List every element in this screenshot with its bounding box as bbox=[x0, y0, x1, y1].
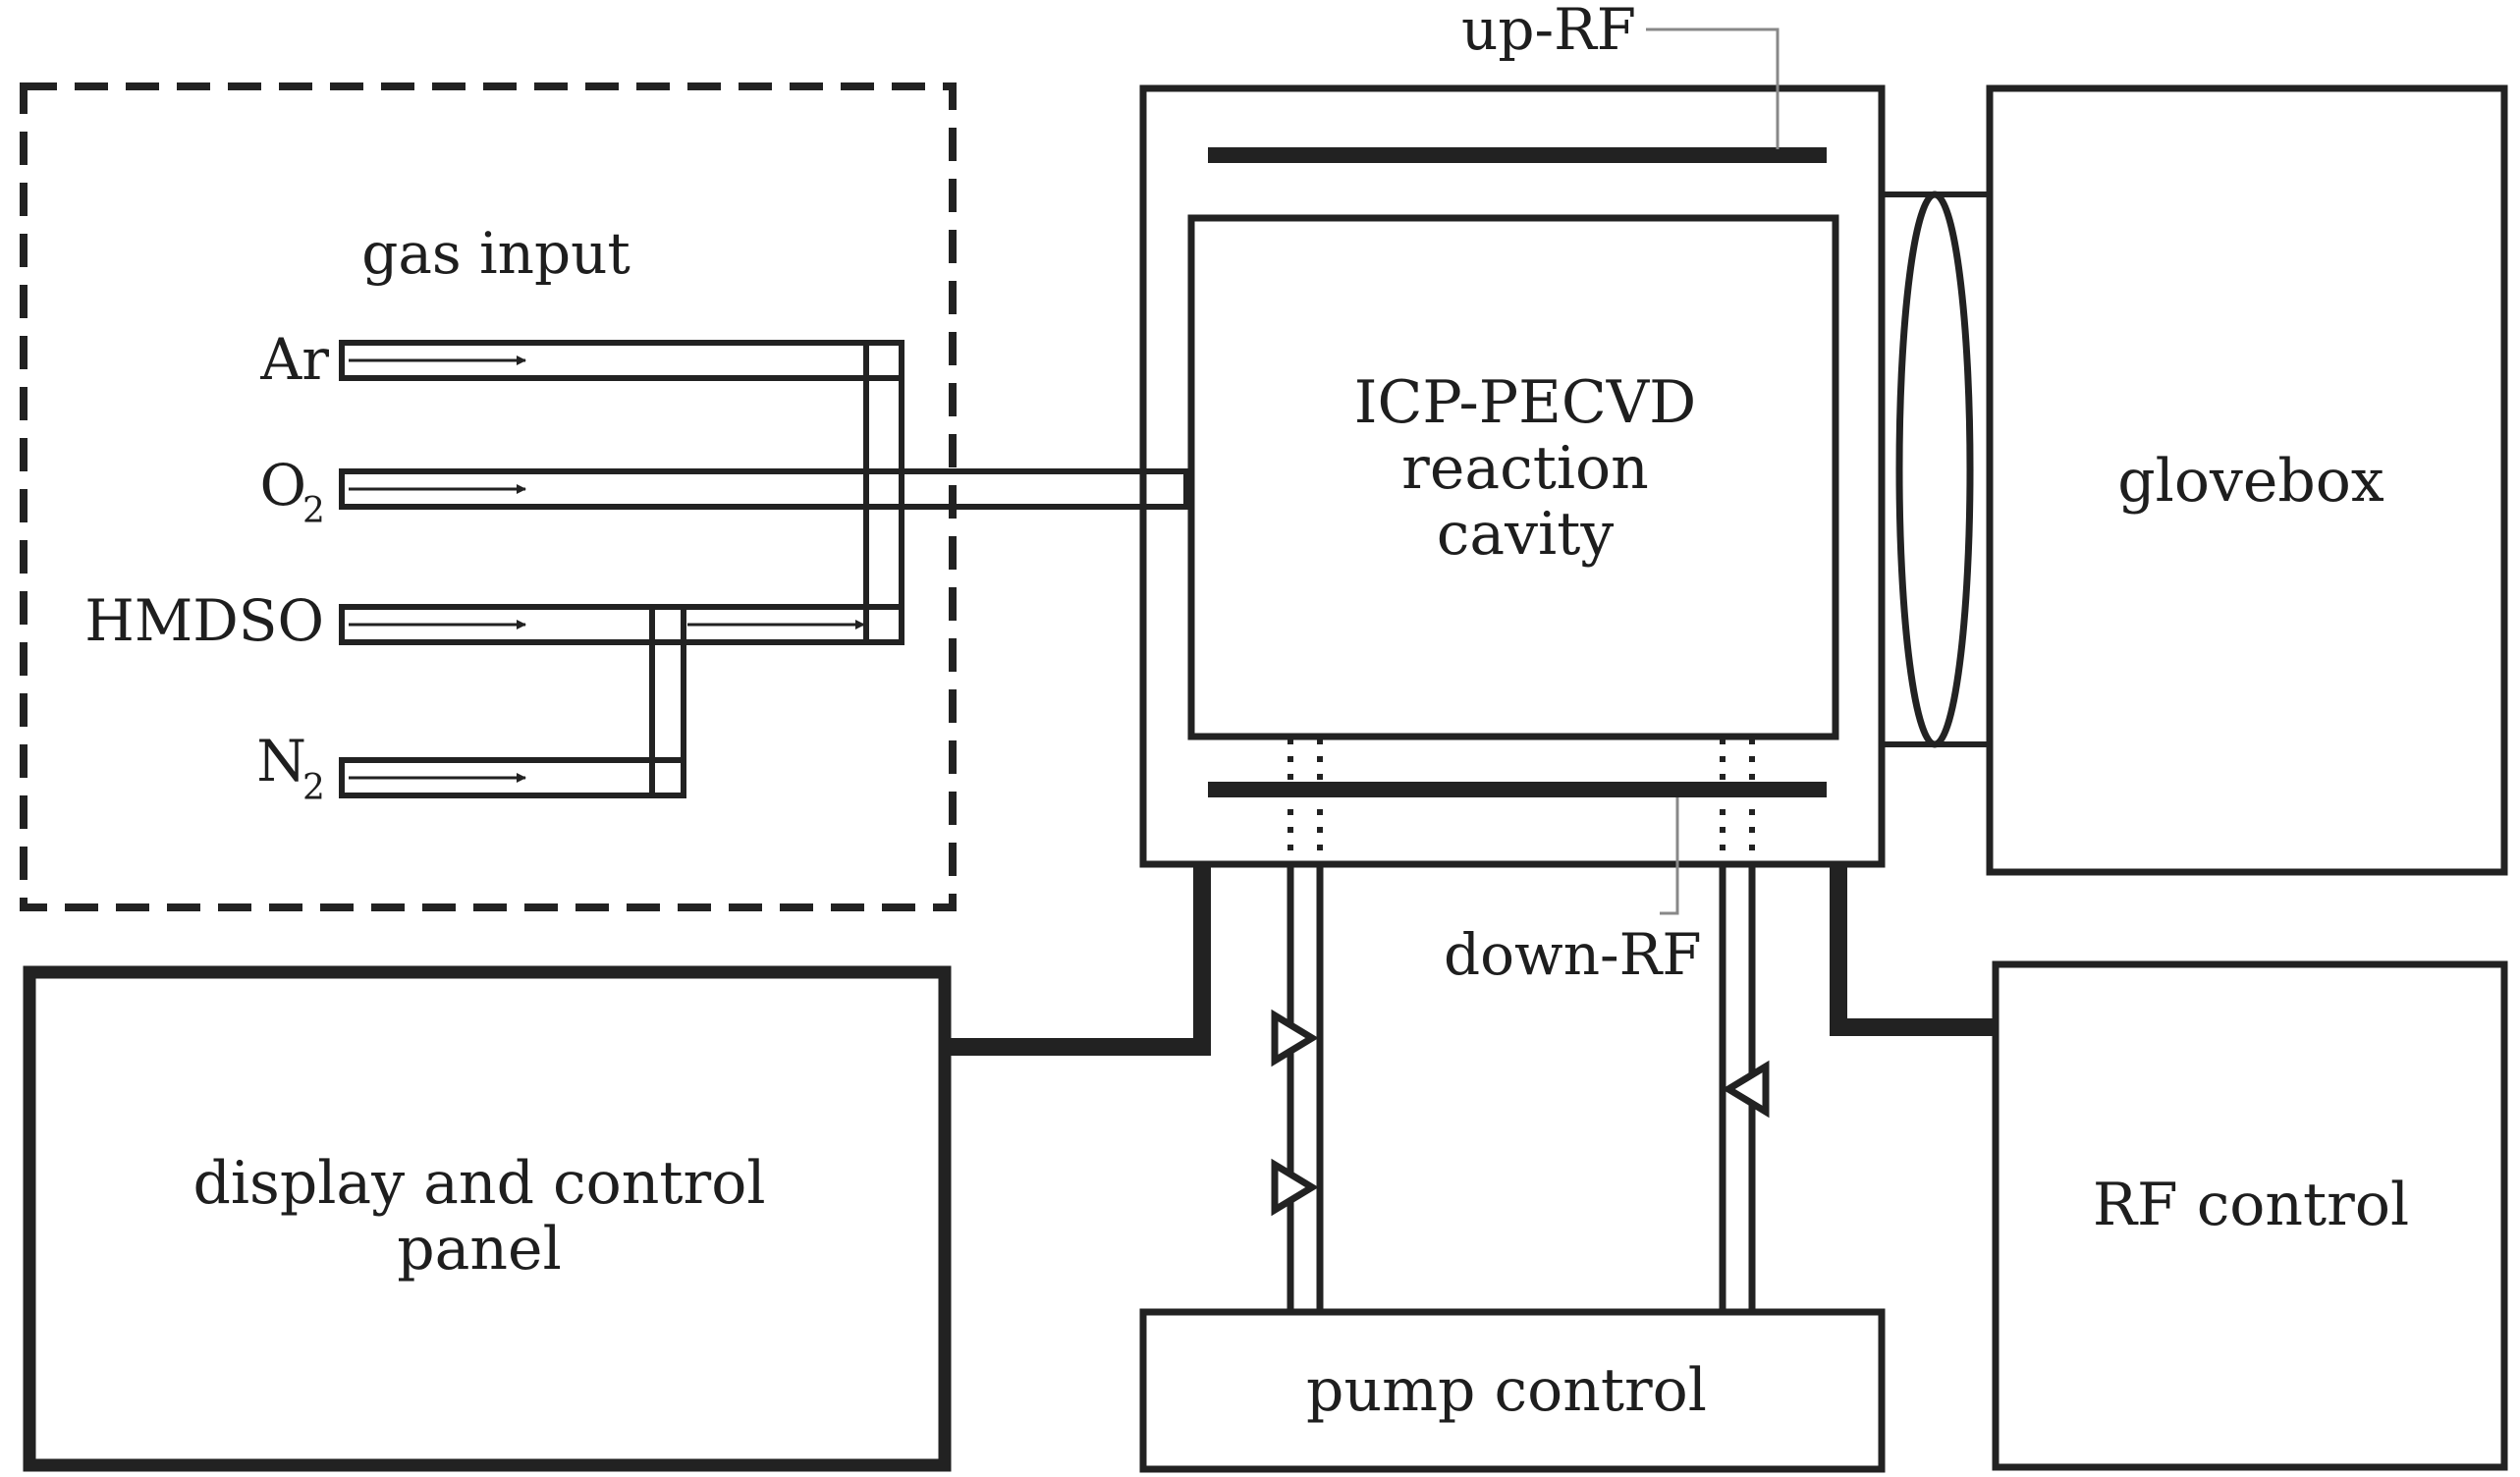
gas-label-n2: N bbox=[256, 728, 306, 794]
rf-control-cable bbox=[1830, 864, 1996, 1036]
cavity-label-line3: cavity bbox=[1437, 500, 1615, 569]
display-control-panel-box bbox=[23, 965, 952, 1472]
gas-label-hmdso: HMDSO bbox=[84, 587, 324, 654]
icp-pecvd-reaction-cavity bbox=[1187, 214, 1839, 740]
glovebox-label: glovebox bbox=[2117, 447, 2384, 516]
display-panel-cable bbox=[945, 864, 1211, 1056]
pump-line-left bbox=[1287, 864, 1324, 1312]
gas-input-enclosure bbox=[20, 82, 957, 911]
gas-pipe-n2 bbox=[339, 757, 686, 798]
gas-manifold-main bbox=[863, 340, 904, 645]
gas-pipe-o2 bbox=[339, 468, 1189, 510]
rf-control-box bbox=[1992, 960, 2508, 1471]
down-rf-electrode bbox=[1208, 782, 1827, 797]
chamber-outer bbox=[1139, 84, 1886, 868]
display-panel-label-line2: panel bbox=[397, 1215, 562, 1284]
rf-control-label: RF control bbox=[2093, 1171, 2409, 1239]
gas-manifold-n2 bbox=[649, 604, 686, 798]
dotted-passthrough-right bbox=[1720, 738, 1755, 854]
pump-control-box bbox=[1139, 1308, 1886, 1473]
pump-control-label: pump control bbox=[1306, 1356, 1707, 1425]
gas-pipe-hmdso bbox=[339, 604, 904, 645]
valve-left-upper bbox=[1271, 1009, 1319, 1067]
glovebox-box bbox=[1986, 84, 2508, 876]
gas-pipe-ar bbox=[339, 340, 904, 381]
up-rf-label: up-RF bbox=[1461, 0, 1636, 63]
cavity-label-line2: reaction bbox=[1401, 434, 1649, 503]
gas-label-n2-subscript: 2 bbox=[302, 768, 325, 808]
gas-label-o2-subscript: 2 bbox=[302, 491, 325, 531]
display-panel-label-line1: display and control bbox=[192, 1149, 765, 1218]
down-rf-leader bbox=[1660, 797, 1679, 915]
up-rf-leader bbox=[1646, 27, 1780, 149]
gas-label-ar: Ar bbox=[259, 326, 329, 393]
cavity-label-line1: ICP-PECVD bbox=[1354, 368, 1697, 437]
up-rf-electrode bbox=[1208, 147, 1827, 163]
gas-label-o2: O bbox=[259, 452, 306, 519]
down-rf-label: down-RF bbox=[1444, 921, 1702, 988]
valve-left-lower bbox=[1271, 1158, 1319, 1217]
glovebox-connector bbox=[1882, 191, 1990, 748]
gas-input-label: gas input bbox=[361, 220, 630, 287]
valve-right bbox=[1722, 1060, 1770, 1119]
dotted-passthrough-left bbox=[1287, 738, 1323, 854]
